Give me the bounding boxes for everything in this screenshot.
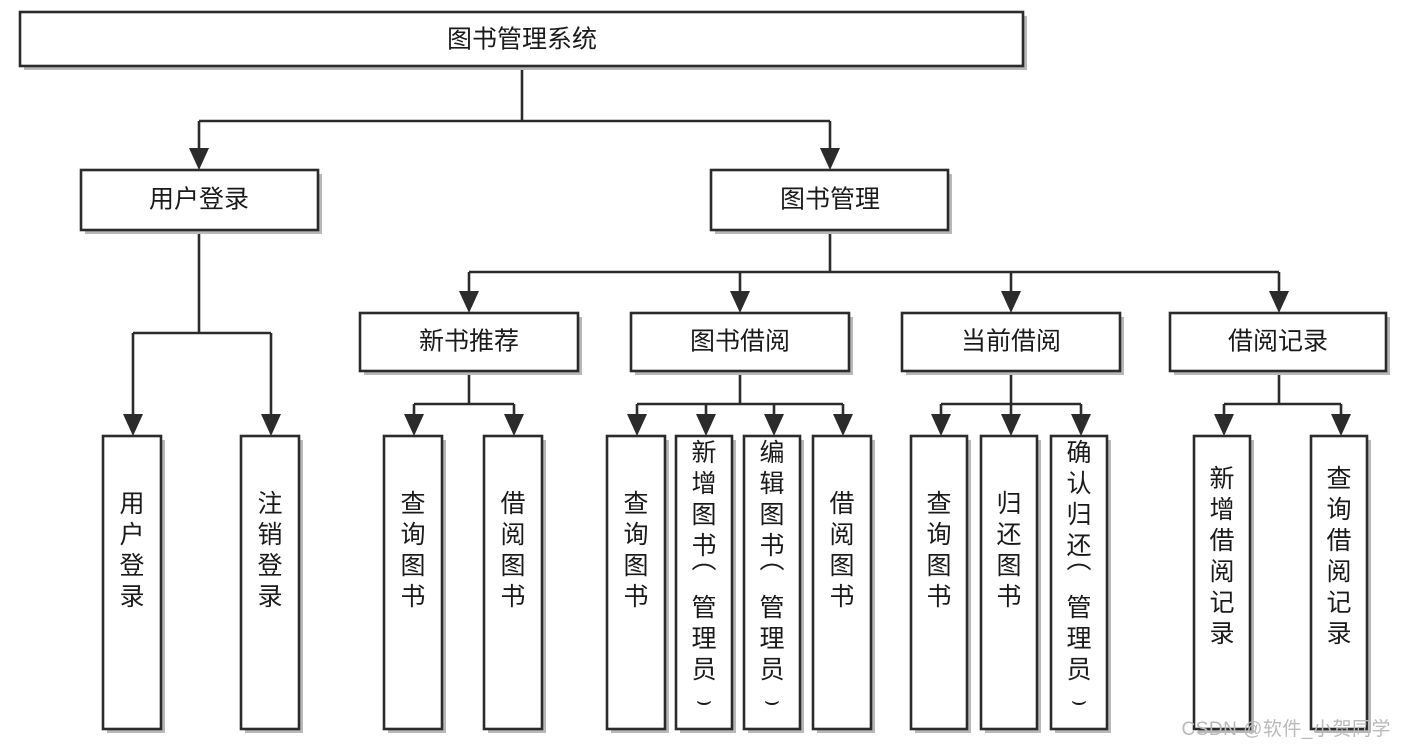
leaf-bookborrow-query-book[interactable]: 查询图书	[605, 434, 669, 733]
leaf-label: 查询图书	[400, 490, 425, 611]
leaf-box[interactable]	[909, 434, 969, 731]
user-login-label: 用户登录	[149, 186, 249, 214]
leaf-bookborrow-borrow-book[interactable]: 借阅图书	[811, 434, 875, 733]
connector-layer	[123, 68, 1351, 436]
leaf-label: 确认归还⌒管理员⌣	[1066, 439, 1091, 715]
node-current-borrow[interactable]: 当前借阅	[900, 311, 1124, 375]
leaf-label: 借阅图书	[500, 490, 525, 611]
leaf-bookborrow-add-book-admin[interactable]: 新增图书⌒管理员⌣	[674, 434, 736, 733]
borrow-record-label: 借阅记录	[1228, 328, 1328, 356]
leaf-label: 查询图书	[926, 490, 951, 611]
root-label: 图书管理系统	[447, 26, 597, 54]
leaf-borrowrecord-add-record[interactable]: 新增借阅记录	[1192, 434, 1254, 733]
book-management-label: 图书管理	[780, 186, 880, 214]
leaf-label: 查询借阅记录	[1326, 465, 1351, 648]
arrow-userlogin-leaf2	[261, 414, 281, 436]
arrow-to-current-borrow	[1001, 291, 1021, 313]
book-borrow-label: 图书借阅	[690, 328, 790, 356]
current-borrow-label: 当前借阅	[961, 328, 1061, 356]
arrow-borrowrecord-leaf1	[1214, 414, 1234, 436]
arrow-to-borrow-record	[1269, 291, 1289, 313]
arrow-bookborrow-leaf3	[764, 414, 784, 436]
leaf-currentborrow-query-book[interactable]: 查询图书	[909, 434, 971, 733]
book-borrow-box[interactable]	[629, 311, 851, 373]
leaf-box[interactable]	[605, 434, 667, 731]
arrow-currentborrow-leaf2	[1001, 414, 1021, 436]
node-borrow-record[interactable]: 借阅记录	[1168, 311, 1390, 375]
current-borrow-box[interactable]	[900, 311, 1122, 373]
leaf-box[interactable]	[482, 434, 544, 731]
arrow-to-book-manage	[820, 148, 840, 170]
borrow-record-box[interactable]	[1168, 311, 1388, 373]
leaf-label: 注销登录	[257, 490, 282, 611]
book-management-box[interactable]	[709, 168, 950, 232]
node-new-book-recommend[interactable]: 新书推荐	[358, 311, 582, 375]
node-book-borrow[interactable]: 图书借阅	[629, 311, 853, 375]
leaf-label: 新增图书⌒管理员⌣	[691, 439, 716, 715]
leaf-newbook-query-book[interactable]: 查询图书	[382, 434, 446, 733]
arrow-bookborrow-leaf4	[833, 414, 853, 436]
leaf-box[interactable]	[742, 434, 802, 731]
arrow-to-book-borrow	[730, 291, 750, 313]
leaf-currentborrow-return-book[interactable]: 归还图书	[979, 434, 1041, 733]
arrow-bookborrow-leaf1	[627, 414, 647, 436]
leaf-box[interactable]	[979, 434, 1039, 731]
leaf-borrowrecord-query-record[interactable]: 查询借阅记录	[1309, 434, 1371, 733]
leaf-label: 归还图书	[996, 490, 1021, 611]
leaf-box[interactable]	[239, 434, 301, 731]
leaf-label: 查询图书	[623, 490, 648, 611]
arrow-newbook-leaf2	[504, 414, 524, 436]
arrow-to-new-book	[459, 291, 479, 313]
leaf-bookborrow-edit-book-admin[interactable]: 编辑图书⌒管理员⌣	[742, 434, 804, 733]
leaf-box[interactable]	[382, 434, 444, 731]
arrow-newbook-leaf1	[404, 414, 424, 436]
root-box[interactable]	[18, 10, 1025, 68]
leaf-currentborrow-confirm-return-admin[interactable]: 确认归还⌒管理员⌣	[1049, 434, 1111, 733]
new-book-recommend-box[interactable]	[358, 311, 580, 373]
leaf-label: 编辑图书⌒管理员⌣	[759, 439, 784, 715]
leaf-box[interactable]	[811, 434, 873, 731]
arrow-currentborrow-leaf1	[931, 414, 951, 436]
leaf-box[interactable]	[101, 434, 163, 731]
leaf-user-login-login[interactable]: 用户登录	[101, 434, 165, 733]
csdn-watermark: CSDN @软件_小贺同学	[1181, 719, 1391, 740]
new-book-recommend-label: 新书推荐	[419, 328, 519, 356]
leaf-box[interactable]	[1192, 434, 1252, 731]
leaf-newbook-borrow-book[interactable]: 借阅图书	[482, 434, 546, 733]
leaf-label: 新增借阅记录	[1209, 465, 1234, 648]
leaf-box[interactable]	[1309, 434, 1369, 731]
arrow-currentborrow-leaf3	[1071, 414, 1091, 436]
arrow-userlogin-leaf1	[123, 414, 143, 436]
leaf-user-login-logout[interactable]: 注销登录	[239, 434, 303, 733]
node-book-management[interactable]: 图书管理	[709, 168, 952, 234]
arrow-to-user-login	[189, 148, 209, 170]
leaf-box[interactable]	[674, 434, 734, 731]
leaf-box[interactable]	[1049, 434, 1109, 731]
leaf-label: 用户登录	[119, 490, 144, 611]
node-root-book-management-system[interactable]: 图书管理系统	[18, 10, 1027, 70]
user-login-box[interactable]	[79, 168, 320, 232]
node-user-login[interactable]: 用户登录	[79, 168, 322, 234]
leaf-label: 借阅图书	[829, 490, 854, 611]
arrow-bookborrow-leaf2	[696, 414, 716, 436]
arrow-borrowrecord-leaf2	[1331, 414, 1351, 436]
